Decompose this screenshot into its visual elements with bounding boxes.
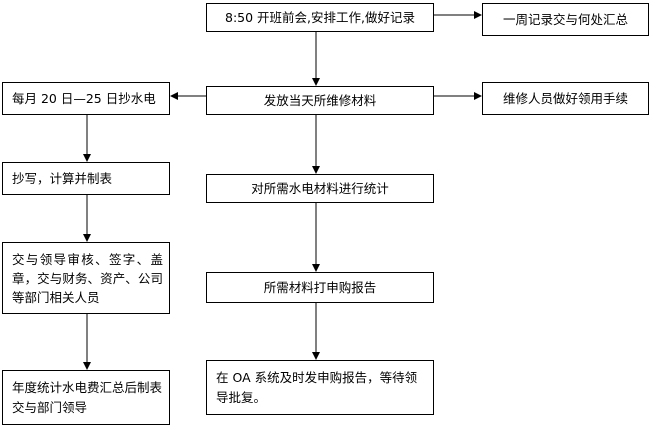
- node-purchase-report-label: 所需材料打申购报告: [263, 280, 377, 295]
- node-oa-submit: 在 OA 系统及时发申购报告，等待领导批复。: [206, 360, 434, 415]
- node-repair-signoff-label: 维修人员做好领用手续: [502, 91, 628, 106]
- node-issue-materials: 发放当天所维修材料: [206, 86, 434, 115]
- node-morning-meeting: 8:50 开班前会,安排工作,做好记录: [206, 3, 434, 32]
- node-weekly-record-label: 一周记录交与何处汇总: [502, 12, 628, 27]
- node-issue-materials-label: 发放当天所维修材料: [263, 93, 377, 108]
- node-meter-reading-label: 每月 20 日—25 日抄水电: [12, 91, 156, 106]
- node-morning-meeting-label: 8:50 开班前会,安排工作,做好记录: [225, 10, 415, 25]
- node-purchase-report: 所需材料打申购报告: [206, 272, 434, 303]
- node-repair-signoff: 维修人员做好领用手续: [482, 82, 649, 115]
- node-copy-calculate: 抄写，计算并制表: [2, 162, 170, 195]
- node-stats-materials-label: 对所需水电材料进行统计: [251, 181, 389, 196]
- node-annual-stats: 年度统计水电费汇总后制表交与部门领导: [2, 370, 170, 425]
- node-copy-calculate-label: 抄写，计算并制表: [12, 171, 113, 186]
- node-meter-reading: 每月 20 日—25 日抄水电: [2, 82, 170, 115]
- node-review-sign-label: 交与领导审核、签字、盖章，交与财务、资产、公司等部门相关人员: [12, 251, 163, 305]
- node-weekly-record: 一周记录交与何处汇总: [482, 3, 649, 36]
- node-stats-materials: 对所需水电材料进行统计: [206, 174, 434, 203]
- node-review-sign: 交与领导审核、签字、盖章，交与财务、资产、公司等部门相关人员: [2, 242, 170, 314]
- node-annual-stats-label: 年度统计水电费汇总后制表交与部门领导: [12, 379, 163, 415]
- node-oa-submit-label: 在 OA 系统及时发申购报告，等待领导批复。: [216, 369, 418, 405]
